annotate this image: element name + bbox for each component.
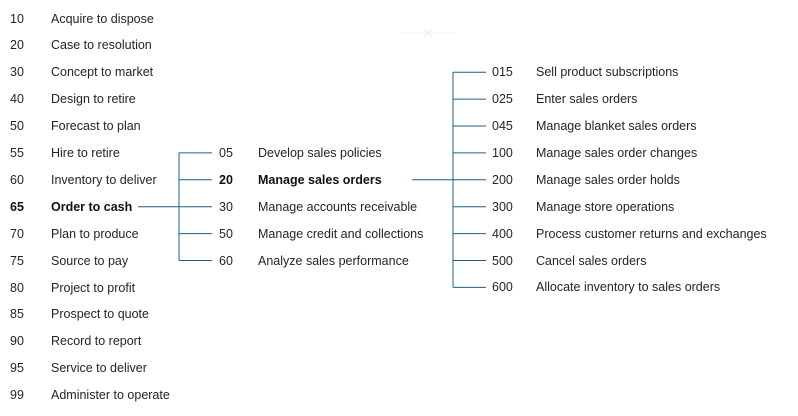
l3-process-label: Manage blanket sales orders <box>536 119 697 133</box>
l1-process-label: Project to profit <box>51 280 136 295</box>
l1-process-number: 60 <box>10 172 24 187</box>
l1-process-number: 80 <box>10 280 24 295</box>
l1-process-label: Forecast to plan <box>51 119 141 134</box>
l1-process-number: 20 <box>10 38 24 53</box>
l1-process-number: 10 <box>10 11 24 26</box>
l2-process-number: 50 <box>219 226 233 241</box>
l2-process-label: Manage credit and collections <box>258 226 424 241</box>
l2-process-number: 20 <box>219 172 233 187</box>
l3-process-number: 400 <box>492 226 513 241</box>
l1-process-label: Record to report <box>51 334 142 349</box>
l1-process-number: 50 <box>10 119 24 134</box>
l3-process-number: 100 <box>492 145 513 160</box>
l1-process-number: 99 <box>10 388 24 403</box>
l2-process-label: Develop sales policies <box>258 145 382 160</box>
l1-process-number: 40 <box>10 92 24 107</box>
l1-process-label: Plan to produce <box>51 226 139 241</box>
l1-process-label: Design to retire <box>51 92 136 107</box>
l1-process-label: Service to deliver <box>51 361 147 376</box>
l1-process-label: Source to pay <box>51 253 129 268</box>
l3-process-number: 200 <box>492 172 513 187</box>
l3-process-label: Enter sales orders <box>536 92 638 107</box>
l3-process-number: 045 <box>492 119 513 133</box>
l3-process-number: 015 <box>492 65 513 80</box>
faint-cross-mark-icon <box>400 28 456 38</box>
l3-process-number: 600 <box>492 280 513 295</box>
l2-process-label: Manage accounts receivable <box>258 199 418 214</box>
l1-process-number: 55 <box>10 146 24 160</box>
l3-process-label: Manage sales order holds <box>536 172 680 187</box>
l3-process-label: Sell product subscriptions <box>536 65 679 80</box>
l1-process-number: 30 <box>10 65 24 80</box>
l1-process-label: Acquire to dispose <box>51 11 154 26</box>
l1-process-number: 75 <box>10 253 24 268</box>
l3-process-label: Process customer returns and exchanges <box>536 226 767 241</box>
l1-process-label: Administer to operate <box>51 388 170 403</box>
l1-process-label: Inventory to deliver <box>51 172 157 187</box>
l1-process-number: 95 <box>10 361 24 376</box>
l3-process-label: Allocate inventory to sales orders <box>536 280 721 295</box>
l2-process-number: 60 <box>219 253 233 268</box>
l1-process-label: Case to resolution <box>51 38 152 53</box>
l1-process-label: Hire to retire <box>51 146 120 160</box>
l1-process-number: 90 <box>10 334 24 349</box>
l1-process-label: Prospect to quote <box>51 307 149 322</box>
l2-process-number: 05 <box>219 145 233 160</box>
l3-process-label: Manage store operations <box>536 199 675 214</box>
l1-process-label: Concept to market <box>51 65 154 80</box>
l2-process-label: Manage sales orders <box>258 172 382 187</box>
l2-process-number: 30 <box>219 199 233 214</box>
l1-process-label: Order to cash <box>51 199 133 214</box>
l2-process-label: Analyze sales performance <box>258 253 409 268</box>
l3-process-number: 025 <box>492 92 513 107</box>
l1-process-number: 65 <box>10 199 24 214</box>
l1-process-number: 85 <box>10 307 24 322</box>
l3-process-label: Cancel sales orders <box>536 253 647 268</box>
l3-process-number: 300 <box>492 199 513 214</box>
l1-process-number: 70 <box>10 226 24 241</box>
l3-process-label: Manage sales order changes <box>536 145 698 160</box>
l3-process-number: 500 <box>492 253 513 268</box>
